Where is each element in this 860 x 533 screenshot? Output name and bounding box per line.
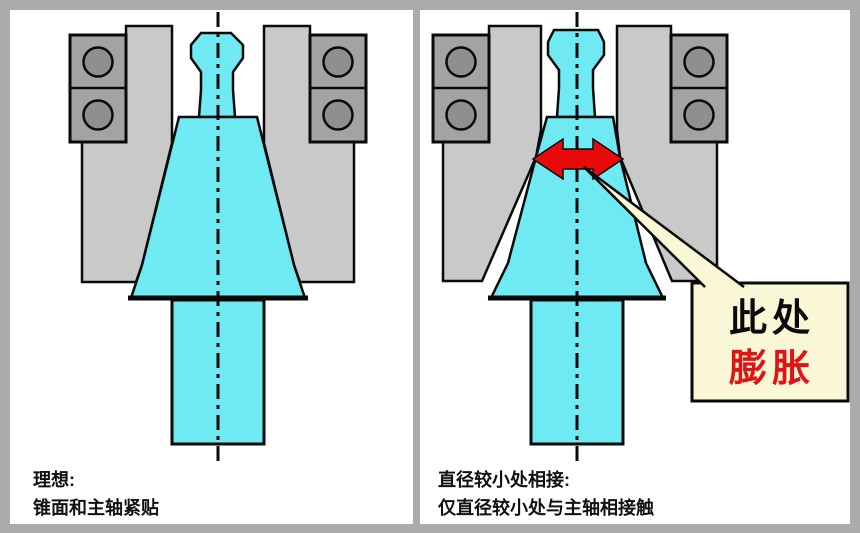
- callout-tail: [583, 166, 745, 288]
- callout-box: [690, 281, 850, 403]
- clamp-block-right: [669, 33, 729, 144]
- caption-small-diameter: 直径较小处相接: 仅直径较小处与主轴相接触: [438, 466, 654, 522]
- caption-line-2: 仅直径较小处与主轴相接触: [438, 498, 654, 518]
- caption-line-1: 直径较小处相接:: [438, 470, 570, 490]
- clamp-block-right: [308, 33, 368, 144]
- ideal-diagram: [68, 12, 368, 466]
- caption-ideal: 理想: 锥面和主轴紧贴: [33, 466, 159, 522]
- callout-line-1: 此处: [729, 298, 815, 340]
- bolt-circle: [322, 46, 354, 78]
- clamp-block-left: [431, 33, 491, 144]
- bolt-circle: [683, 46, 715, 78]
- caption-line-1: 理想:: [33, 470, 75, 490]
- expansion-double-arrow-icon: [531, 137, 625, 181]
- panel-ideal: 理想: 锥面和主轴紧贴: [10, 10, 413, 524]
- bolt-circle: [445, 46, 477, 78]
- bolt-circle: [445, 99, 477, 131]
- bolt-circle: [82, 46, 114, 78]
- bolt-circle: [82, 99, 114, 131]
- bolt-circle: [322, 99, 354, 131]
- callout-line-2: 膨胀: [729, 348, 815, 390]
- panel-small-diameter: 此处 膨胀 直径较小处相接: 仅直径较小处与主轴相接触: [420, 10, 850, 524]
- clamp-block-left: [68, 33, 128, 144]
- bolt-circle: [683, 99, 715, 131]
- caption-line-2: 锥面和主轴紧贴: [33, 498, 159, 518]
- small-diameter-diagram: 此处 膨胀: [431, 12, 850, 466]
